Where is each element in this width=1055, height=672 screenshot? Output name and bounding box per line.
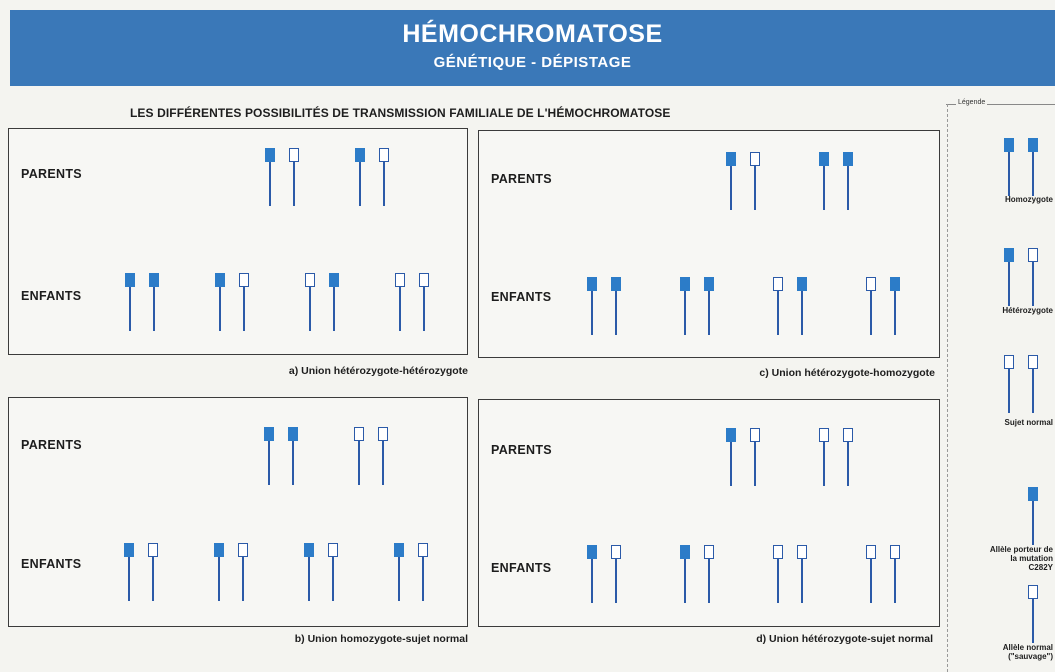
parents-label: PARENTS [21, 438, 82, 452]
legend-divider [947, 104, 948, 672]
parent-chromosome-pair-allele-mutant [264, 427, 274, 485]
parent-chromosome-pair-allele-mutant [819, 152, 829, 210]
child-chromosome-pair-allele-mutant [394, 543, 404, 601]
child-chromosome-pair-allele-mutant [329, 273, 339, 331]
legend-chromosome [1028, 138, 1038, 196]
children-label: ENFANTS [491, 561, 552, 575]
parents-label: PARENTS [491, 443, 552, 457]
panel-b: PARENTS ENFANTS [8, 397, 468, 627]
child-chromosome-pair-allele-normal [419, 273, 429, 331]
child-chromosome-pair-allele-mutant [124, 543, 134, 601]
legend-chromosome [1004, 355, 1014, 413]
child-chromosome-pair-allele-mutant [704, 277, 714, 335]
parent-chromosome-pair-allele-normal [750, 428, 760, 486]
diagram-title: LES DIFFÉRENTES POSSIBILITÉS DE TRANSMIS… [130, 106, 671, 120]
child-chromosome-pair-allele-normal [890, 545, 900, 603]
legend-chromosome [1004, 138, 1014, 196]
parent-chromosome-pair-allele-normal [379, 148, 389, 206]
child-chromosome-pair-allele-normal [395, 273, 405, 331]
child-chromosome-pair-allele-mutant [890, 277, 900, 335]
child-chromosome-pair-allele-mutant [215, 273, 225, 331]
child-chromosome-pair-allele-mutant [149, 273, 159, 331]
parent-chromosome-pair-allele-normal [289, 148, 299, 206]
header-subtitle: GÉNÉTIQUE - DÉPISTAGE [433, 54, 632, 71]
child-chromosome-pair-allele-normal [866, 545, 876, 603]
child-chromosome-pair-allele-normal [328, 543, 338, 601]
child-chromosome-pair-allele-normal [418, 543, 428, 601]
parent-chromosome-pair-allele-normal [750, 152, 760, 210]
panel-c: PARENTS ENFANTS [478, 130, 940, 358]
children-label: ENFANTS [491, 290, 552, 304]
legend-label-normal-allele: Allèle normal ("sauvage") [1002, 643, 1053, 661]
header-banner: HÉMOCHROMATOSE GÉNÉTIQUE - DÉPISTAGE [10, 10, 1055, 86]
child-chromosome-pair-allele-mutant [587, 277, 597, 335]
children-label: ENFANTS [21, 557, 82, 571]
parents-label: PARENTS [491, 172, 552, 186]
legend-chromosome [1028, 248, 1038, 306]
child-chromosome-pair-allele-mutant [587, 545, 597, 603]
children-label: ENFANTS [21, 289, 82, 303]
child-chromosome-pair-allele-normal [148, 543, 158, 601]
child-chromosome-pair-allele-normal [773, 277, 783, 335]
legend-chromosome [1028, 487, 1038, 545]
legend-label-mutant-allele: Allèle porteur de la mutation C282Y [989, 545, 1053, 572]
child-chromosome-pair-allele-normal [238, 543, 248, 601]
parents-label: PARENTS [21, 167, 82, 181]
legend-label-homozygote: Homozygote [1005, 195, 1053, 204]
parent-chromosome-pair-allele-mutant [843, 152, 853, 210]
caption-c: c) Union hétérozygote-homozygote [759, 367, 935, 379]
parent-chromosome-pair-allele-normal [378, 427, 388, 485]
header-title: HÉMOCHROMATOSE [402, 20, 663, 48]
legend-title-text: Légende [956, 99, 988, 106]
caption-b: b) Union homozygote-sujet normal [294, 633, 468, 645]
child-chromosome-pair-allele-normal [305, 273, 315, 331]
parent-chromosome-pair-allele-mutant [355, 148, 365, 206]
legend-chromosome [1004, 248, 1014, 306]
legend-title: Légende [946, 99, 1055, 111]
child-chromosome-pair-allele-normal [797, 545, 807, 603]
child-chromosome-pair-allele-normal [866, 277, 876, 335]
legend-chromosome [1028, 355, 1038, 413]
child-chromosome-pair-allele-normal [239, 273, 249, 331]
caption-d: d) Union hétérozygote-sujet normal [756, 633, 933, 645]
legend-label-heterozygote: Hétérozygote [1002, 306, 1053, 315]
child-chromosome-pair-allele-mutant [611, 277, 621, 335]
parent-chromosome-pair-allele-normal [354, 427, 364, 485]
parent-chromosome-pair-allele-mutant [265, 148, 275, 206]
child-chromosome-pair-allele-mutant [125, 273, 135, 331]
parent-chromosome-pair-allele-mutant [726, 428, 736, 486]
child-chromosome-pair-allele-mutant [304, 543, 314, 601]
parent-chromosome-pair-allele-mutant [726, 152, 736, 210]
child-chromosome-pair-allele-normal [611, 545, 621, 603]
panel-a: PARENTS ENFANTS [8, 128, 468, 355]
child-chromosome-pair-allele-mutant [214, 543, 224, 601]
child-chromosome-pair-allele-mutant [797, 277, 807, 335]
child-chromosome-pair-allele-mutant [680, 545, 690, 603]
legend-label-normal: Sujet normal [1004, 418, 1053, 427]
child-chromosome-pair-allele-mutant [680, 277, 690, 335]
child-chromosome-pair-allele-normal [704, 545, 714, 603]
caption-a: a) Union hétérozygote-hétérozygote [288, 365, 468, 377]
legend-chromosome [1028, 585, 1038, 643]
parent-chromosome-pair-allele-normal [819, 428, 829, 486]
child-chromosome-pair-allele-normal [773, 545, 783, 603]
parent-chromosome-pair-allele-mutant [288, 427, 298, 485]
parent-chromosome-pair-allele-normal [843, 428, 853, 486]
